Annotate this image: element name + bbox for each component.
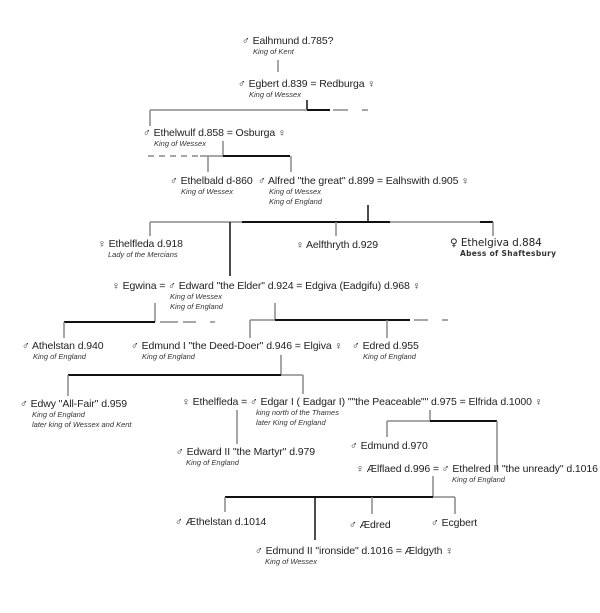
person-name: ♀ Ethelfleda d.918 [98, 238, 183, 250]
person-title: Abess of Shaftesbury [460, 249, 557, 258]
person-aedred: ♂ Ædred [349, 519, 391, 531]
person-name: ♂ Edred d.955 [352, 340, 419, 352]
person-title: King of England [363, 352, 416, 361]
person-name: ♂ Ethelbald d-860 [170, 175, 253, 187]
person-ethelred: ♀ Ælflaed d.996 = ♂ Ethelred II "the unr… [356, 463, 598, 485]
person-ethelgiva: ♀ Ethelgiva d.884 Abess of Shaftesbury [450, 237, 556, 259]
person-title: King of Wessex [265, 557, 317, 566]
person-title: King of England [142, 352, 195, 361]
person-name: ♂ Athelstan d.940 [22, 340, 104, 352]
person-name: ♂ Ethelwulf d.858 = Osburga ♀ [143, 127, 286, 139]
person-edward-elder: ♀ Egwina = ♂ Edward "the Elder" d.924 = … [112, 280, 420, 312]
person-name: ♂ Egbert d.839 = Redburga ♀ [238, 78, 376, 90]
person-title: later king of Wessex and Kent [32, 420, 132, 429]
person-name: ♂ Ædred [349, 519, 391, 531]
person-name: ♂ Edward II "the Martyr" d.979 [176, 446, 315, 458]
person-title: King of Wessex [181, 187, 233, 196]
person-edward-martyr: ♂ Edward II "the Martyr" d.979 King of E… [176, 446, 315, 468]
person-aelfthryth: ♀ Aelfthryth d.929 [296, 239, 378, 251]
person-title: King of Wessex [154, 139, 206, 148]
person-edgar: ♀ Ethelfleda = ♂ Edgar I ( Eadgar I) ""t… [182, 396, 543, 428]
person-title: King of England [32, 410, 85, 419]
person-name: ♂ Edwy "All-Fair" d.959 [20, 398, 127, 410]
person-ethelbald: ♂ Ethelbald d-860 King of Wessex [170, 175, 253, 197]
person-name: ♂ Edmund I "the Deed-Doer" d.946 = Elgiv… [131, 340, 343, 352]
person-aethelstan-1014: ♂ Æthelstan d.1014 [175, 516, 266, 528]
person-name: ♂ Alfred "the great" d.899 = Ealhswith d… [258, 175, 469, 187]
person-title: King of Kent [253, 47, 294, 56]
person-edred: ♂ Edred d.955 King of England [352, 340, 419, 362]
person-title: King of Wessex [269, 187, 321, 196]
person-title: later King of England [256, 418, 326, 427]
person-egbert: ♂ Egbert d.839 = Redburga ♀ King of Wess… [238, 78, 375, 100]
person-edmund-970: ♂ Edmund d.970 [350, 440, 428, 452]
person-name: ♀ Ælflaed d.996 = ♂ Ethelred II "the unr… [356, 463, 598, 475]
person-title: King of England [170, 302, 223, 311]
person-name: ♀ Ethelgiva d.884 [450, 237, 542, 249]
person-title: King of England [269, 197, 322, 206]
person-ealhmund: ♂ Ealhmund d.785? King of Kent [242, 35, 334, 57]
person-title: king north of the Thames [256, 408, 339, 417]
person-alfred: ♂ Alfred "the great" d.899 = Ealhswith d… [258, 175, 469, 207]
person-edwy: ♂ Edwy "All-Fair" d.959 King of England … [20, 398, 132, 430]
person-ethelwulf: ♂ Ethelwulf d.858 = Osburga ♀ King of We… [143, 127, 286, 149]
person-edmund-i: ♂ Edmund I "the Deed-Doer" d.946 = Elgiv… [131, 340, 342, 362]
person-ethelfleda-mercia: ♀ Ethelfleda d.918 Lady of the Mercians [98, 238, 183, 260]
person-name: ♂ Ecgbert [431, 517, 478, 529]
person-name: ♂ Æthelstan d.1014 [175, 516, 267, 528]
person-name: ♀ Ethelfleda = ♂ Edgar I ( Eadgar I) ""t… [182, 396, 543, 408]
person-name: ♂ Edmund II "ironside" d.1016 = Ældgyth … [255, 545, 454, 557]
person-title: King of Wessex [170, 292, 222, 301]
person-title: King of England [452, 475, 505, 484]
person-title: King of Wessex [249, 90, 301, 99]
person-title: Lady of the Mercians [108, 250, 178, 259]
person-name: ♀ Aelfthryth d.929 [296, 239, 378, 251]
person-name: ♂ Ealhmund d.785? [242, 35, 334, 47]
person-title: King of England [33, 352, 86, 361]
person-edmund-ii: ♂ Edmund II "ironside" d.1016 = Ældgyth … [255, 545, 453, 567]
person-ecgbert: ♂ Ecgbert [431, 517, 477, 529]
person-athelstan: ♂ Athelstan d.940 King of England [22, 340, 104, 362]
person-name: ♂ Edmund d.970 [350, 440, 428, 452]
person-title: King of England [186, 458, 239, 467]
person-name: ♀ Egwina = ♂ Edward "the Elder" d.924 = … [112, 280, 421, 292]
